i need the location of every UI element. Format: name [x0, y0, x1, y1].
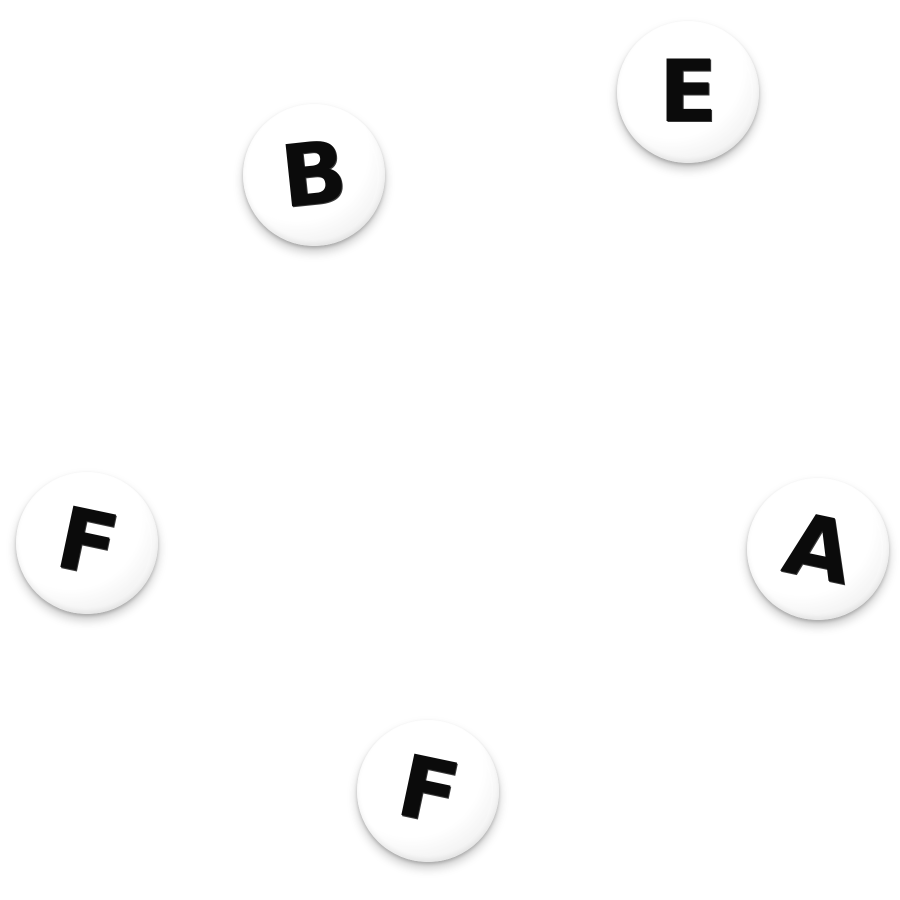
bead-letter: B [276, 121, 352, 229]
bead-letter: E [658, 42, 718, 142]
letter-bead-f-bottom: F [357, 720, 499, 862]
bead-letter: F [47, 487, 127, 599]
letter-bead-e: E [617, 21, 759, 163]
letter-bead-a: A [747, 478, 889, 620]
letter-bead-f-left: F [16, 472, 158, 614]
letter-bead-b: B [243, 104, 385, 246]
bead-letter: F [388, 735, 468, 847]
bead-letter: A [775, 493, 861, 605]
